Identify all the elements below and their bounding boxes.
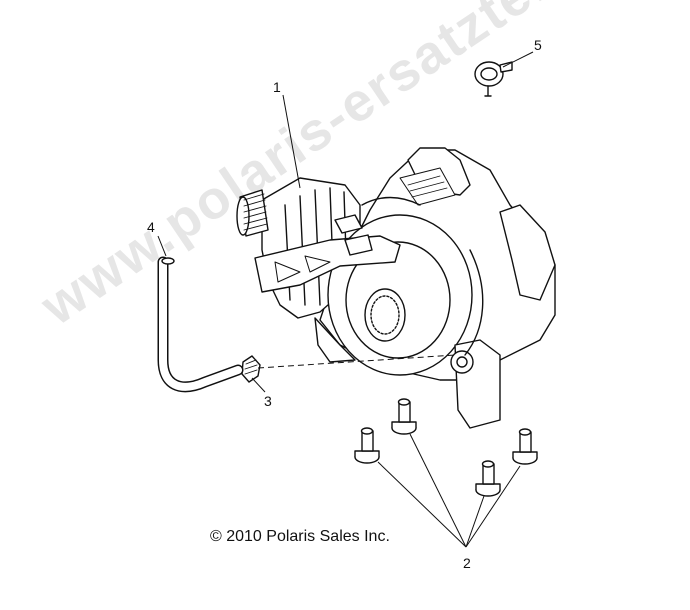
label-plate-text [407,175,448,198]
clip [474,61,513,97]
housing-slot [344,234,373,256]
mounting-bolt [391,398,417,435]
callout-2: 2 [463,555,471,571]
bolt-boss-hole [456,356,468,368]
leader-line-2 [377,461,467,548]
vent-hose-inner [159,258,242,391]
clip-ring-inner [480,67,498,81]
bracket-arm-detail [274,255,331,283]
shaft-spline [243,193,268,231]
leader-line-3-dashed [257,354,456,369]
leader-line-2 [465,465,521,548]
housing-slot [334,214,363,234]
gearcase-assembly [236,147,556,429]
vent-hose-end [161,257,175,265]
callout-5: 5 [534,37,542,53]
housing-seam [361,196,421,206]
leader-line-2 [409,433,467,548]
output-bore-spline [370,295,400,335]
side-mount-tower [499,204,556,301]
callout-1: 1 [273,79,281,95]
copyright-notice: © 2010 Polaris Sales Inc. [210,528,390,545]
leader-line-1 [282,94,301,189]
fitting-body [241,355,261,383]
mounting-bolt [354,427,380,464]
leader-line-3 [251,377,266,393]
mounting-bolt [475,460,501,497]
fitting-thread [244,359,258,375]
callout-3: 3 [264,393,272,409]
clip-pin [484,85,492,97]
vent-hose [157,256,244,393]
fitting [241,355,261,383]
input-shaft-end [236,196,250,236]
leader-line-2 [465,495,485,548]
leader-line-4 [157,235,167,257]
callout-4: 4 [147,219,155,235]
mounting-bolt [512,428,538,465]
lower-foot [314,317,356,363]
vent-hose-outer [157,256,244,393]
housing-seam [464,249,484,356]
leader-line-5 [502,51,534,68]
